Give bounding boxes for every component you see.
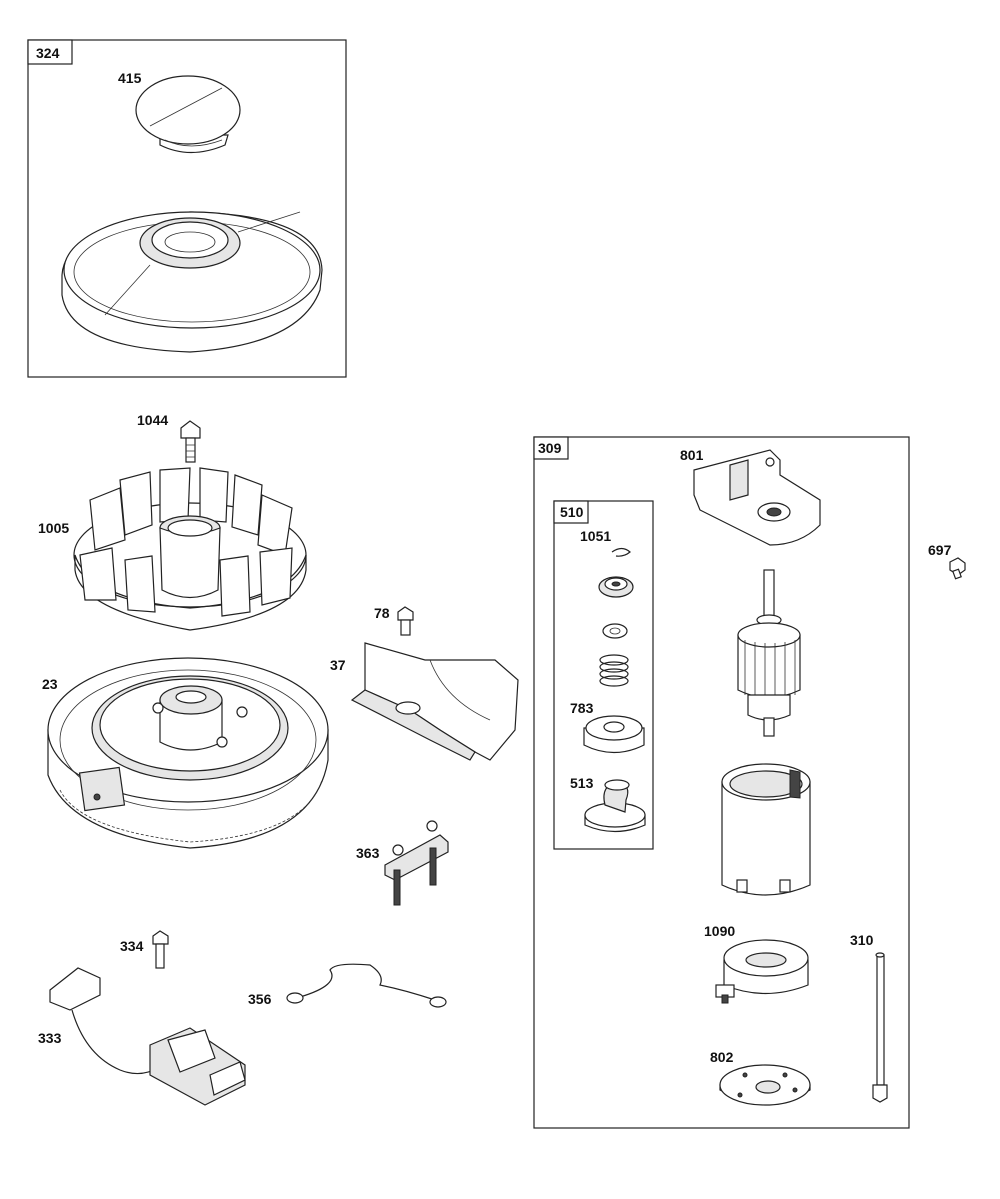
- part-697-screw[interactable]: [949, 557, 966, 580]
- group-309-label: 309: [538, 440, 562, 456]
- part-1044-label: 1044: [137, 412, 168, 428]
- part-510-collar[interactable]: [598, 576, 634, 598]
- part-310-bolt[interactable]: [872, 952, 888, 1103]
- part-356-wire[interactable]: [286, 963, 447, 1008]
- part-1051-retainer[interactable]: [611, 547, 631, 557]
- group-309-frame: [533, 436, 910, 1129]
- part-334-label: 334: [120, 938, 144, 954]
- part-309-housing[interactable]: [721, 763, 811, 896]
- part-1090-housing[interactable]: [715, 939, 809, 1004]
- group-309-tag[interactable]: [533, 436, 569, 460]
- part-415-label: 415: [118, 70, 142, 86]
- part-802-label: 802: [710, 1049, 734, 1065]
- part-783-gear[interactable]: [583, 715, 645, 754]
- part-783-label: 783: [570, 700, 594, 716]
- part-513-label: 513: [570, 775, 594, 791]
- group-324-label: 324: [36, 45, 60, 61]
- part-334-bolt[interactable]: [152, 930, 169, 969]
- part-333-armature[interactable]: [49, 967, 246, 1106]
- part-1090-label: 1090: [704, 923, 735, 939]
- group-324-tag[interactable]: [27, 39, 73, 65]
- part-1044-bolt[interactable]: [180, 420, 201, 463]
- part-510-spring[interactable]: [599, 654, 629, 687]
- part-37-label: 37: [330, 657, 346, 673]
- part-697-label: 697: [928, 542, 952, 558]
- part-1005-fan[interactable]: [73, 467, 307, 631]
- part-310-label: 310: [850, 932, 874, 948]
- part-363-bracket[interactable]: [384, 820, 449, 906]
- part-1005-label: 1005: [38, 520, 69, 536]
- part-309-armature[interactable]: [737, 569, 801, 737]
- part-415-cap[interactable]: [135, 75, 241, 154]
- part-801-label: 801: [680, 447, 704, 463]
- part-802-plate[interactable]: [719, 1064, 811, 1106]
- part-356-label: 356: [248, 991, 272, 1007]
- part-333-label: 333: [38, 1030, 62, 1046]
- group-510-label: 510: [560, 504, 584, 520]
- part-801-endcap[interactable]: [693, 449, 821, 546]
- part-363-label: 363: [356, 845, 380, 861]
- part-510-washer[interactable]: [602, 623, 628, 639]
- part-78-label: 78: [374, 605, 390, 621]
- group-510-frame: [553, 500, 654, 850]
- group-324-frame: [27, 39, 347, 378]
- part-23-label: 23: [42, 676, 58, 692]
- group-510-tag[interactable]: [553, 500, 589, 524]
- part-513-drive[interactable]: [584, 779, 646, 833]
- part-37-baffle[interactable]: [350, 642, 519, 761]
- part-1051-label: 1051: [580, 528, 611, 544]
- part-324-cover[interactable]: [61, 211, 323, 353]
- part-23-flywheel[interactable]: [47, 657, 329, 849]
- part-78-bolt[interactable]: [397, 606, 414, 636]
